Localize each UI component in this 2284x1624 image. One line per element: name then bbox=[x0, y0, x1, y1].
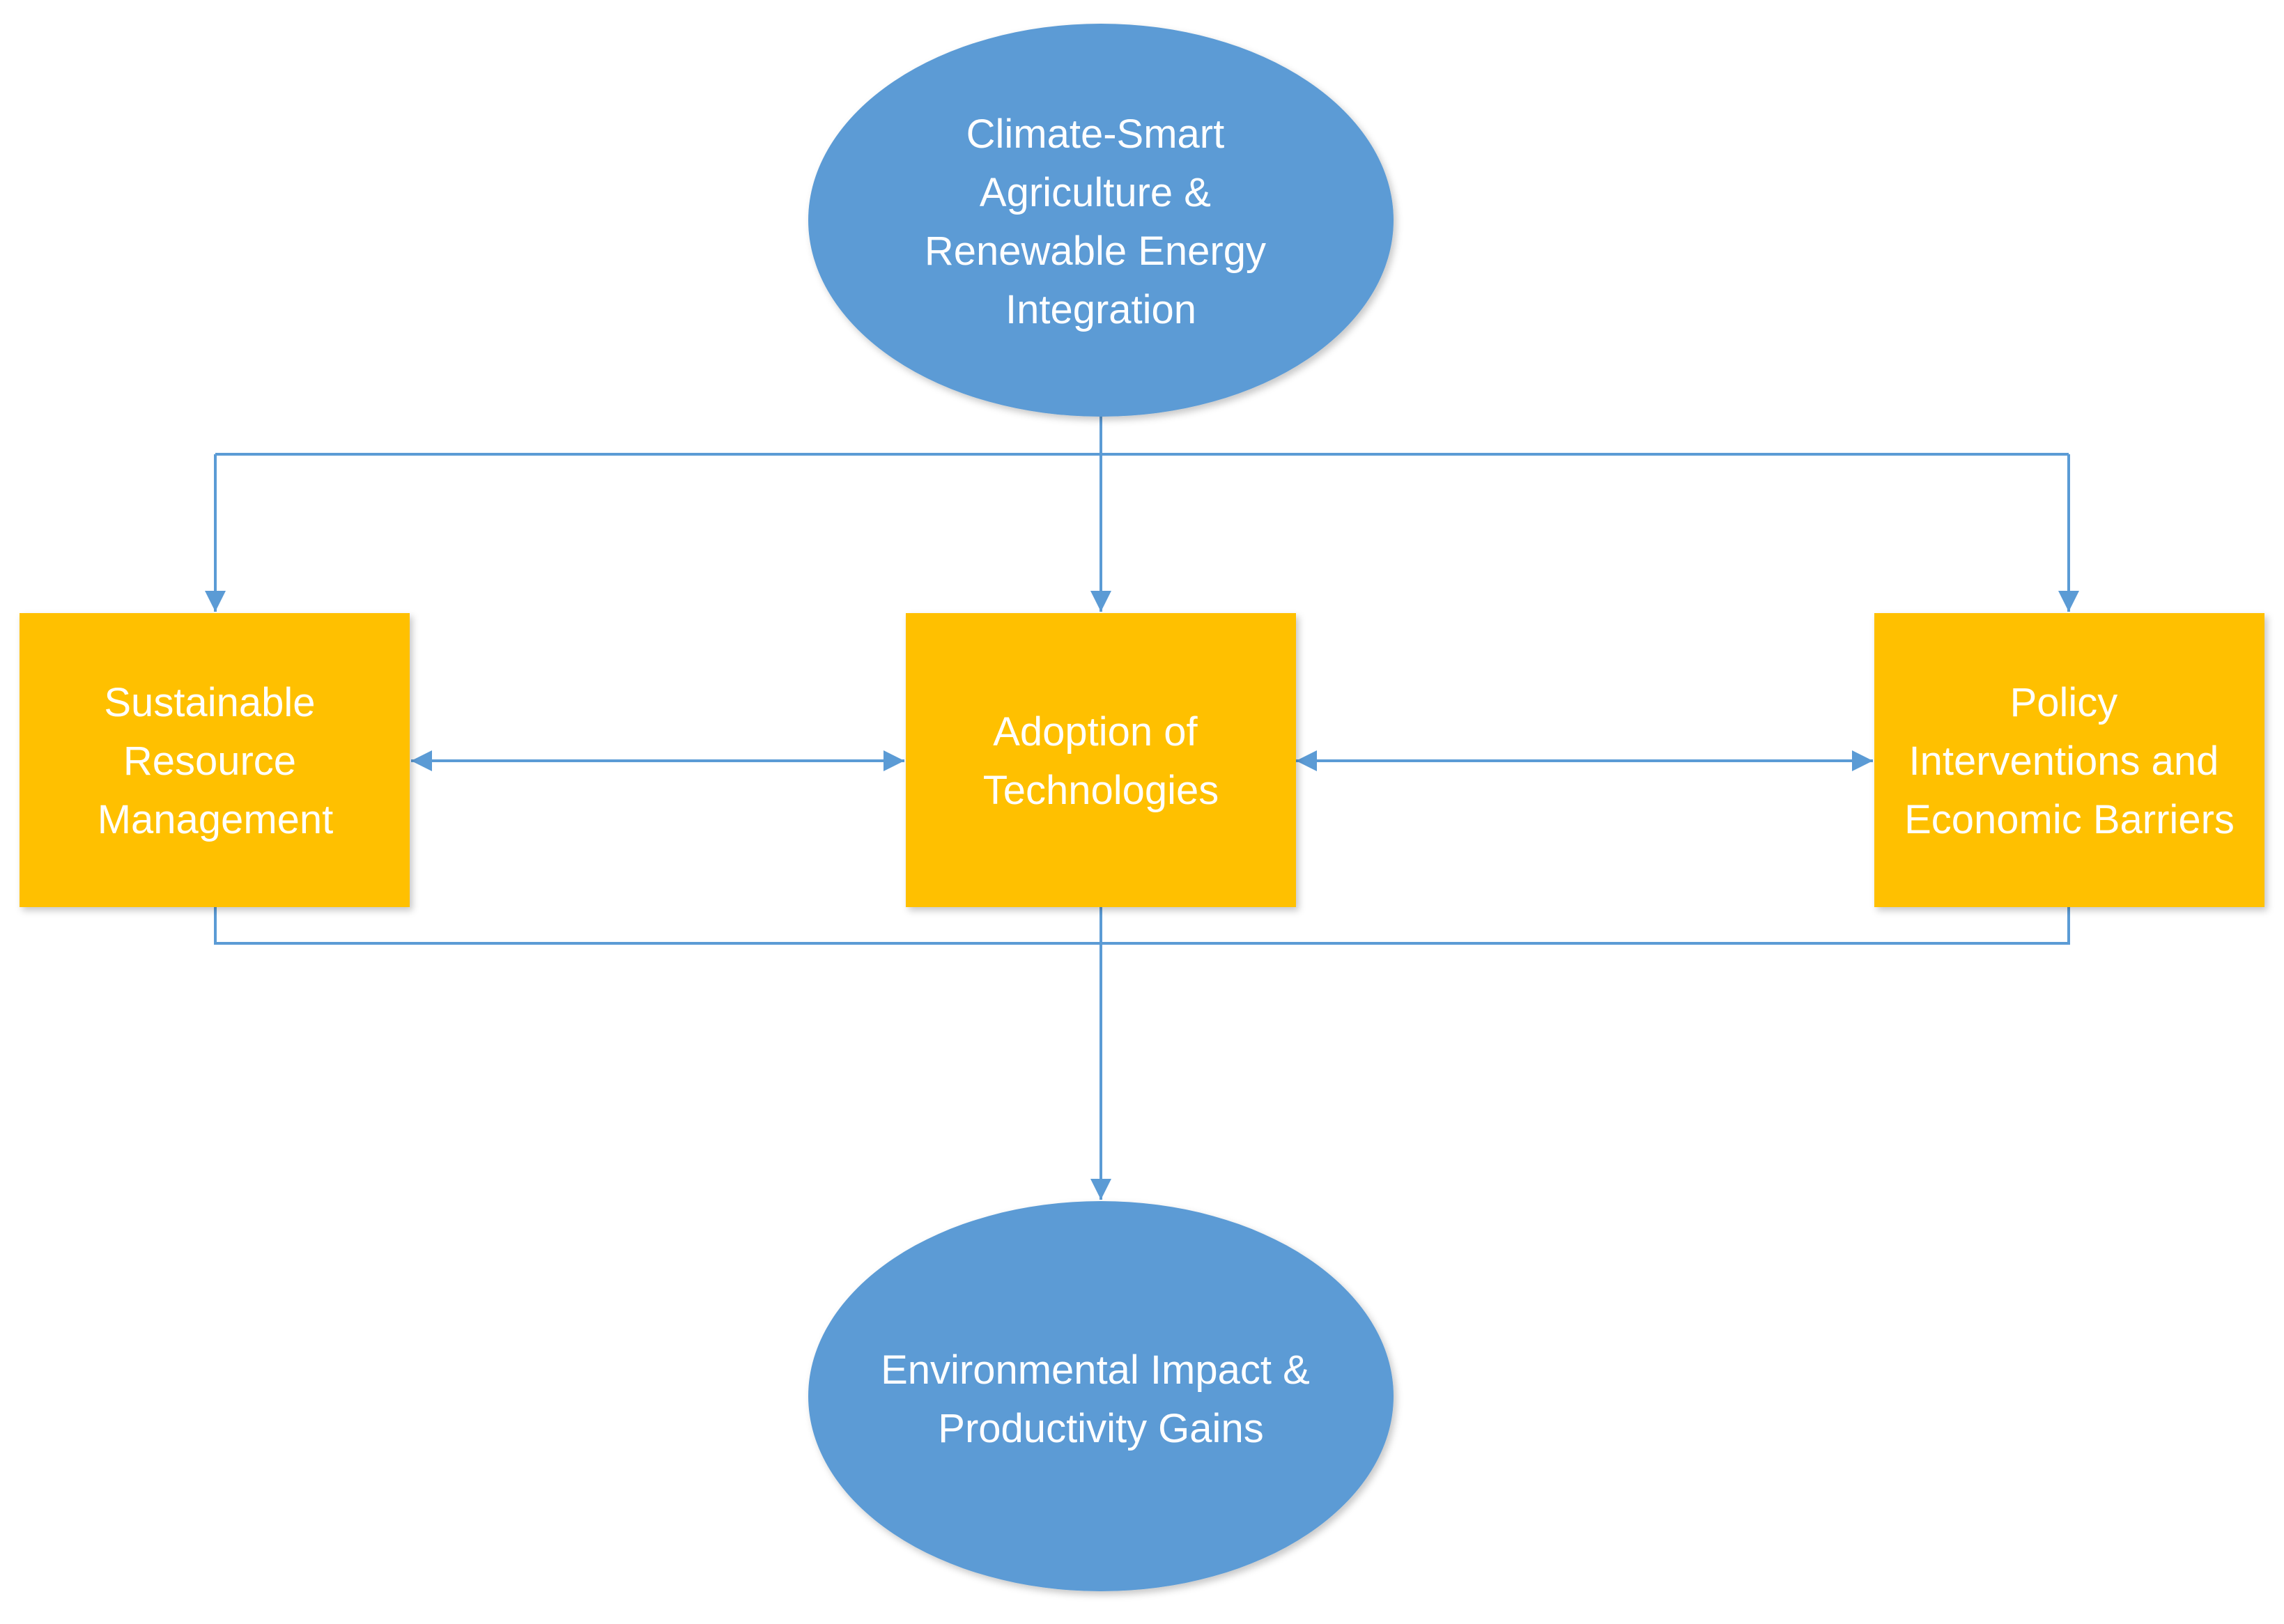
node-left-label-line-2: Resource bbox=[123, 738, 296, 784]
node-top: Climate-Smart Agriculture & Renewable En… bbox=[808, 24, 1394, 417]
node-left-label-line-3: Management bbox=[98, 797, 334, 842]
node-right-label-line-2: Interventions and bbox=[1908, 738, 2219, 784]
node-center-label: Adoption of Technologies bbox=[983, 709, 1219, 813]
node-left-box bbox=[20, 613, 410, 907]
node-center: Adoption of Technologies bbox=[906, 613, 1296, 907]
node-bottom: Environmental Impact & Productivity Gain… bbox=[808, 1201, 1394, 1591]
node-right-label: Policy Interventions and Economic Barrie… bbox=[1904, 680, 2235, 842]
node-bottom-label-line-2: Productivity Gains bbox=[938, 1406, 1263, 1451]
node-top-label-line-3: Renewable Energy bbox=[925, 229, 1266, 274]
node-right-label-line-3: Economic Barriers bbox=[1904, 797, 2235, 842]
node-left-label: Sustainable Resource Management bbox=[98, 680, 334, 842]
node-left-label-line-1: Sustainable bbox=[104, 680, 315, 725]
node-left: Sustainable Resource Management bbox=[20, 613, 410, 907]
node-center-label-line-2: Technologies bbox=[983, 768, 1219, 813]
node-right-box bbox=[1874, 613, 2264, 907]
node-bottom-label: Environmental Impact & Productivity Gain… bbox=[881, 1347, 1321, 1451]
node-center-box bbox=[906, 613, 1296, 907]
connectors bbox=[205, 417, 2079, 1200]
node-right-label-line-1: Policy bbox=[2010, 680, 2118, 725]
node-top-label: Climate-Smart Agriculture & Renewable En… bbox=[925, 111, 1277, 332]
node-right: Policy Interventions and Economic Barrie… bbox=[1874, 613, 2264, 907]
node-center-label-line-1: Adoption of bbox=[993, 709, 1198, 755]
node-top-ellipse bbox=[808, 24, 1394, 417]
node-bottom-label-line-1: Environmental Impact & bbox=[881, 1347, 1310, 1393]
node-top-label-line-4: Integration bbox=[1005, 287, 1196, 332]
node-top-label-line-2: Agriculture & bbox=[980, 170, 1211, 215]
connector-bottom-bus bbox=[214, 907, 2070, 945]
node-bottom-ellipse bbox=[808, 1201, 1394, 1591]
node-top-label-line-1: Climate-Smart bbox=[966, 111, 1225, 157]
